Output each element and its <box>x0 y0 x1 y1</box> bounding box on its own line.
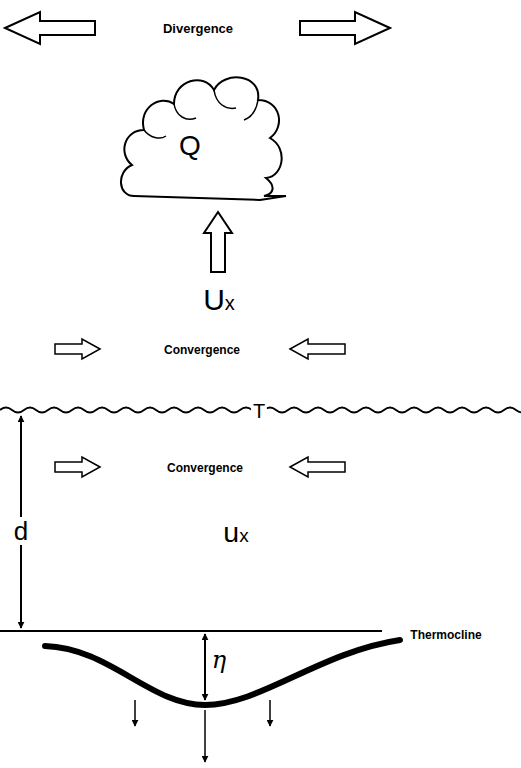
current-label: ux <box>221 517 250 548</box>
convergence-arrow <box>55 339 100 359</box>
down-arrow <box>134 700 136 726</box>
convergence-label: Convergence <box>165 461 245 475</box>
convergence-arrow <box>290 457 345 477</box>
cloud-outline <box>116 68 288 208</box>
convergence-label: Convergence <box>162 343 242 357</box>
displacement-arrow <box>204 634 206 700</box>
cloud-detail <box>144 130 166 138</box>
divergence-label: Divergence <box>161 21 235 36</box>
temperature-label: T <box>251 400 267 422</box>
convergence-arrow <box>290 339 345 359</box>
wind-label: Ux <box>201 284 237 316</box>
cloud-detail <box>174 104 196 119</box>
cloud-detail <box>214 90 236 108</box>
down-arrow <box>269 700 271 726</box>
displacement-label: η <box>210 647 228 673</box>
thermocline-line <box>0 630 382 632</box>
thermocline-label: Thermocline <box>408 628 483 642</box>
cloud-detail <box>244 100 258 120</box>
convergence-arrow <box>55 457 100 477</box>
thermocline-depression <box>45 640 400 705</box>
cloud-shape <box>121 77 286 200</box>
cloud: Q <box>116 68 288 208</box>
divergence-arrow <box>5 12 95 44</box>
heat-source-label: Q <box>179 132 201 160</box>
divergence-arrow <box>300 12 390 44</box>
depth-label: d <box>12 517 30 545</box>
down-arrow <box>204 710 206 762</box>
updraft-arrow <box>204 212 232 272</box>
